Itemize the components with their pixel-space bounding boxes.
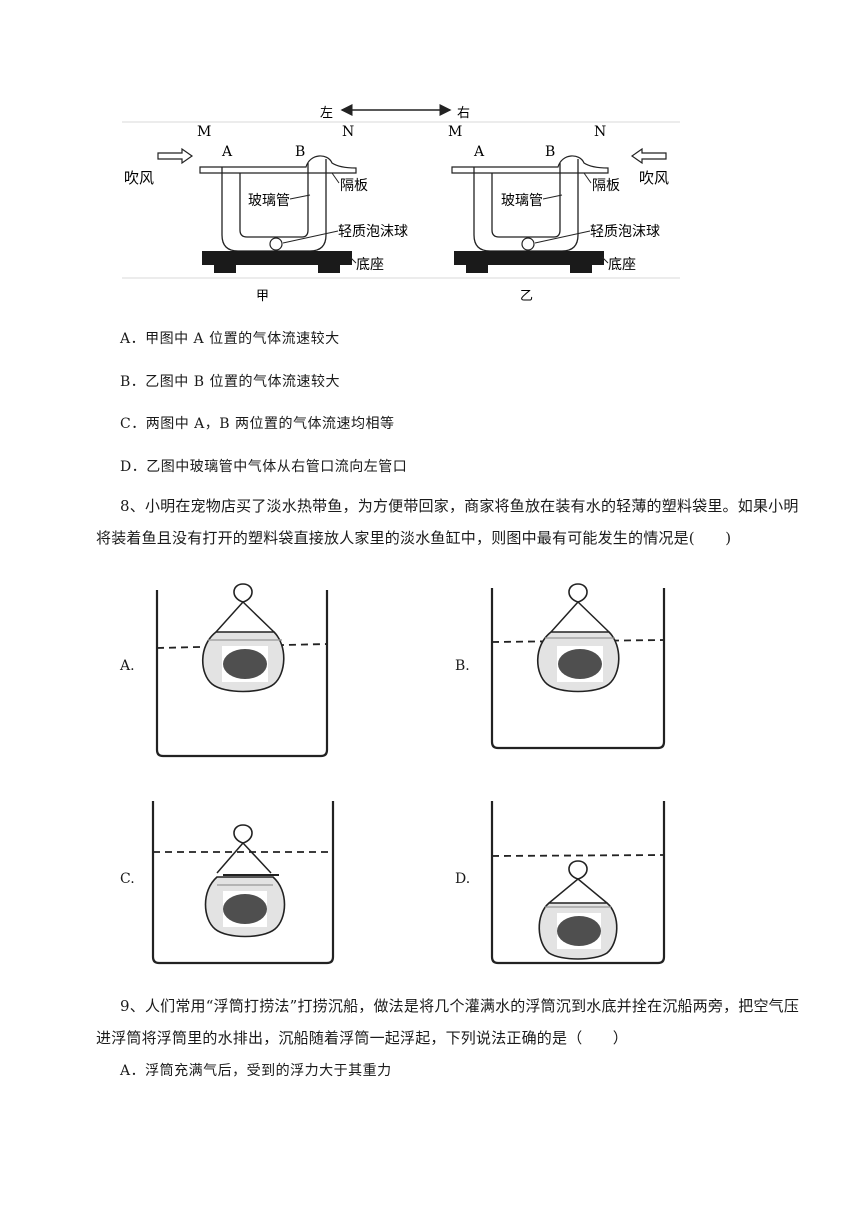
foam-ball-pointer — [534, 230, 591, 244]
q9-option-a: A．浮筒充满气后，受到的浮力大于其重力 — [120, 1063, 392, 1079]
q7-option-b: B．乙图中 B 位置的气体流速较大 — [120, 374, 340, 390]
partition-label: 隔板 — [592, 178, 620, 194]
base-foot-left — [466, 265, 488, 273]
glass-tube-label: 玻璃管 — [248, 192, 290, 209]
caption-jia: 甲 — [256, 289, 269, 304]
partition-pointer — [331, 172, 340, 184]
tank-option-b — [490, 583, 666, 750]
partition-plate — [199, 155, 357, 174]
tank-option-d — [490, 801, 666, 965]
glass-tube-inner — [239, 163, 309, 238]
label-b: B — [295, 144, 305, 160]
caption-yi: 乙 — [520, 289, 533, 304]
foam-ball-label: 轻质泡沫球 — [590, 224, 660, 240]
wind-label: 吹风 — [124, 169, 154, 187]
fish-bag — [204, 824, 286, 938]
glass-tube-pointer — [289, 194, 311, 200]
q8-option-label-d: D. — [455, 871, 471, 887]
wind-arrow-icon — [630, 147, 667, 165]
foam-ball-label: 轻质泡沫球 — [338, 224, 408, 240]
fish-bag — [537, 583, 620, 693]
q8-option-label-c: C. — [120, 871, 135, 887]
label-m: M — [448, 124, 462, 140]
airflow-tube-figure: 左 右 M N A B 吹风 玻璃管 隔板 轻质泡沫球 底座 甲 M N A B — [122, 104, 680, 304]
partition-label: 隔板 — [340, 178, 368, 194]
label-a: A — [473, 144, 485, 160]
fish-icon — [223, 894, 267, 924]
water-level-line — [491, 854, 665, 857]
base-pointer — [349, 256, 357, 264]
label-b: B — [545, 144, 555, 160]
base-label: 底座 — [356, 257, 384, 273]
base — [202, 251, 352, 265]
fish-bag — [202, 583, 285, 693]
q8-stem: 8、小明在宠物店买了淡水热带鱼，为方便带回家，商家将鱼放在装有水的轻薄的塑料袋里… — [96, 497, 799, 547]
direction-right-label: 右 — [457, 106, 470, 121]
wind-arrow-icon — [157, 147, 194, 165]
fish-icon — [557, 916, 601, 946]
label-n: N — [594, 124, 606, 140]
label-m: M — [197, 124, 211, 140]
tank-option-a — [155, 583, 329, 758]
foam-ball-pointer — [282, 230, 339, 244]
q8-option-label-b: B. — [455, 658, 470, 674]
tank-option-c — [151, 801, 335, 965]
fish-icon — [558, 649, 602, 679]
q7-option-c: C．两图中 A，B 两位置的气体流速均相等 — [120, 416, 395, 432]
q7-option-a: A．甲图中 A 位置的气体流速较大 — [120, 331, 340, 347]
foam-ball — [521, 237, 535, 251]
wind-label: 吹风 — [639, 169, 669, 187]
glass-tube-label: 玻璃管 — [501, 192, 543, 209]
base-foot-right — [318, 265, 340, 273]
partition-plate — [451, 155, 609, 174]
fish-bag — [538, 860, 618, 960]
glass-tube-pointer — [542, 194, 563, 200]
base-foot-right — [570, 265, 592, 273]
foam-ball — [269, 237, 283, 251]
direction-left-label: 左 — [320, 106, 333, 121]
label-n: N — [342, 124, 354, 140]
q8-option-label-a: A. — [120, 658, 135, 674]
base-pointer — [601, 256, 609, 264]
q7-option-d: D．乙图中玻璃管中气体从右管口流向左管口 — [120, 459, 408, 475]
q9-stem: 9、人们常用“浮筒打捞法”打捞沉船，做法是将几个灌满水的浮筒沉到水底并拴在沉船两… — [96, 997, 800, 1047]
base-label: 底座 — [608, 257, 636, 273]
partition-pointer — [583, 172, 592, 184]
fish-icon — [223, 649, 267, 679]
panel-yi: M N A B 吹风 玻璃管 隔板 轻质泡沫球 底座 乙 — [448, 124, 669, 304]
label-a: A — [221, 144, 233, 160]
glass-tube-inner — [491, 163, 561, 238]
base-foot-left — [214, 265, 236, 273]
base — [454, 251, 604, 265]
panel-jia: M N A B 吹风 玻璃管 隔板 轻质泡沫球 底座 甲 — [124, 124, 408, 304]
